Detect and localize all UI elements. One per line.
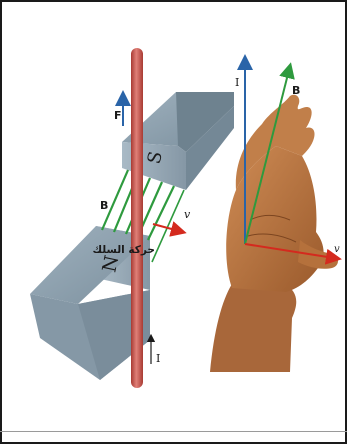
right-hand (210, 95, 338, 372)
current-wire (131, 48, 143, 388)
wire-motion-label: حركة السلك (92, 244, 155, 256)
right-field-label: B (292, 84, 300, 97)
right-velocity-label: v (334, 244, 340, 255)
magnet-assembly (30, 48, 234, 388)
force-label: F (114, 109, 122, 122)
right-current-label: I (235, 76, 239, 89)
wire-velocity-label: v (184, 208, 191, 221)
hand-wrist (210, 284, 296, 372)
current-label: I (156, 352, 160, 365)
field-label: B (100, 199, 108, 212)
